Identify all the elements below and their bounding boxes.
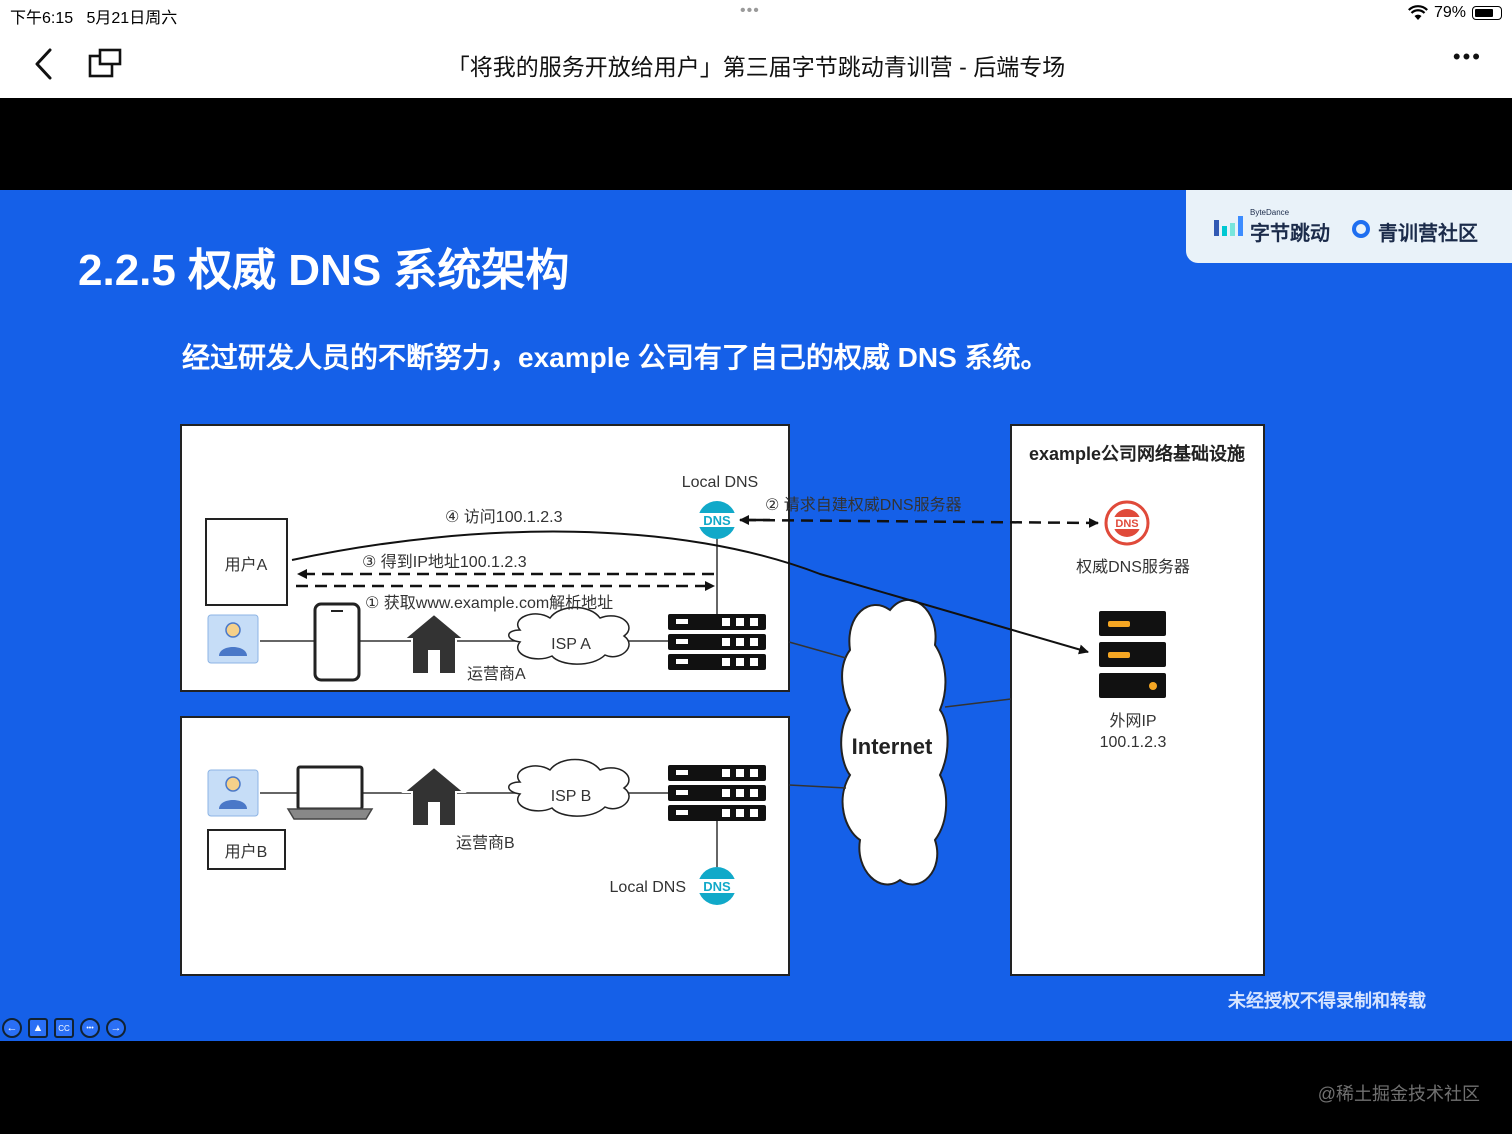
bytedance-logo-icon	[1214, 216, 1243, 236]
mobile-phone-icon	[313, 602, 361, 682]
user-avatar-b-icon	[207, 769, 259, 817]
isp-a-cloud	[508, 606, 630, 665]
copyright-watermark: 未经授权不得录制和转载	[1228, 991, 1426, 1011]
user-b-label: 用户B	[225, 843, 268, 861]
dns-architecture-diagram: Internet 运营商A ISP A	[180, 424, 1265, 976]
date: 5月21日周六	[86, 10, 178, 27]
laptop-icon	[286, 765, 374, 820]
public-server-icon	[1099, 611, 1166, 698]
user-a-box	[205, 518, 288, 606]
public-ip-label: 外网IP	[1109, 712, 1156, 730]
local-dns-b-label: Local DNS	[610, 879, 686, 896]
status-right: 79%	[1407, 4, 1502, 22]
site-watermark: @稀土掘金技术社区	[1317, 1084, 1480, 1104]
brand-small-text: ByteDance	[1250, 208, 1290, 217]
captions-button[interactable]: CC	[54, 1018, 74, 1038]
window-icon[interactable]	[86, 46, 124, 80]
wifi-icon	[1407, 5, 1428, 20]
authoritative-dns-icon-text: DNS	[1115, 518, 1138, 530]
status-time: 下午6:15 5月21日周六	[10, 4, 177, 28]
chevron-left-icon[interactable]	[30, 46, 60, 82]
step3-label: ③ 得到IP地址100.1.2.3	[362, 553, 527, 571]
carrier-b-label: 运营商B	[456, 834, 515, 852]
public-ip-value: 100.1.2.3	[1100, 734, 1167, 751]
page-title: 「将我的服务开放给用户」第三届字节跳动青训营 - 后端专场	[446, 54, 1066, 80]
step4-arrow	[291, 530, 1089, 655]
link-internet-infra	[944, 698, 1012, 708]
more-controls-button[interactable]: •••	[80, 1018, 100, 1038]
step4-label: ④ 访问100.1.2.3	[445, 508, 563, 526]
carrier-a-label: 运营商A	[467, 665, 526, 683]
multitask-dots-icon[interactable]: •••	[740, 2, 760, 19]
brand-badge: ByteDance 字节跳动 青训营社区	[1186, 190, 1512, 263]
battery-percent: 79%	[1433, 4, 1466, 21]
home-router-b-icon	[401, 765, 467, 827]
battery-icon	[1472, 6, 1502, 20]
dns-icon-a	[696, 501, 738, 539]
home-router-a-icon	[401, 612, 467, 675]
user-a-label: 用户A	[225, 556, 268, 574]
slide-controls: ← ▲ CC ••• →	[2, 1018, 126, 1038]
time: 下午6:15	[10, 10, 74, 27]
slide-subtitle: 经过研发人员的不断努力，example 公司有了自己的权威 DNS 系统。	[182, 342, 1049, 373]
more-options-icon[interactable]: •••	[1452, 44, 1482, 69]
local-dns-a-label: Local DNS	[682, 474, 758, 491]
infra-title: example公司网络基础设施	[1029, 443, 1245, 464]
user-avatar-a-icon	[207, 614, 259, 664]
internet-label: Internet	[852, 734, 933, 759]
server-rack-b-icon	[668, 765, 766, 821]
isp-a-label: ISP A	[551, 636, 591, 653]
step2-label: ② 请求自建权威DNS服务器	[765, 496, 962, 514]
community-logo-icon	[1352, 220, 1370, 238]
top-nav-bar: 「将我的服务开放给用户」第三届字节跳动青训营 - 后端专场 •••	[0, 30, 1512, 98]
dns-icon-a-text: DNS	[703, 513, 731, 528]
dns-icon-b	[696, 867, 738, 905]
battery-fill	[1475, 9, 1494, 17]
slide-title: 2.2.5 权威 DNS 系统架构	[78, 246, 570, 295]
step1-label: ① 获取www.example.com解析地址	[365, 594, 613, 612]
isp-b-label: ISP B	[551, 788, 592, 805]
server-rack-a-icon	[668, 614, 766, 670]
authoritative-dns-icon	[1104, 500, 1150, 546]
next-slide-button[interactable]: →	[106, 1018, 126, 1038]
dns-icon-b-text: DNS	[703, 879, 731, 894]
pointer-tool-button[interactable]: ▲	[28, 1018, 48, 1038]
user-b-box	[207, 829, 286, 870]
internet-cloud	[840, 598, 949, 886]
link-server-a-internet	[788, 641, 847, 659]
link-server-b-internet	[788, 784, 847, 789]
status-bar: 下午6:15 5月21日周六 ••• 79%	[0, 0, 1512, 30]
step2-arrow-right	[743, 517, 1099, 528]
auth-dns-label: 权威DNS服务器	[1076, 558, 1190, 576]
prev-slide-button[interactable]: ←	[2, 1018, 22, 1038]
community-name: 青训营社区	[1378, 223, 1478, 245]
presentation-slide: ByteDance 字节跳动 青训营社区 2.2.5 权威 DNS 系统架构 经…	[0, 190, 1512, 1041]
isp-b-cloud	[508, 758, 630, 817]
brand-name: 字节跳动	[1250, 223, 1330, 245]
